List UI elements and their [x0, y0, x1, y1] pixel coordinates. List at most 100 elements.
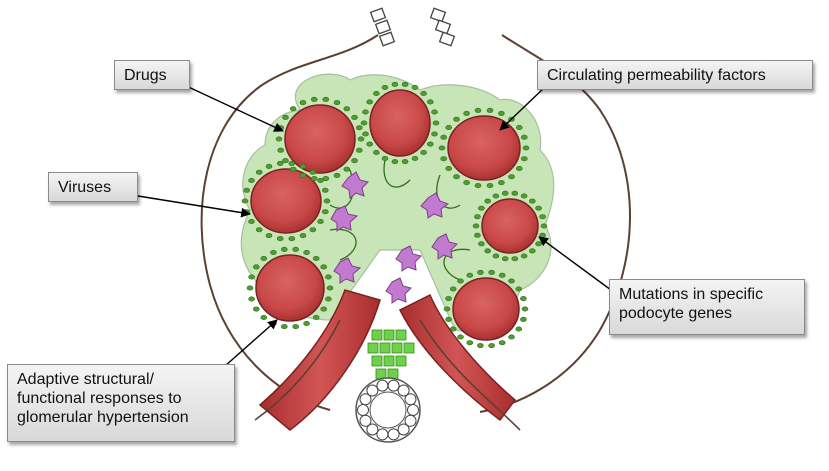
foot-process-dot [411, 156, 419, 162]
capillary-7 [452, 277, 520, 341]
foot-process-dot [373, 91, 380, 97]
foot-process-dot [498, 110, 505, 116]
foot-process-dot [321, 187, 329, 193]
foot-process-dot [474, 232, 481, 238]
foot-process-dot [270, 250, 277, 256]
foot-process-dot [246, 285, 254, 291]
foot-process-dot [515, 166, 523, 172]
foot-process-dot [515, 286, 523, 292]
foot-process-dot [511, 190, 519, 196]
foot-process-dot [282, 114, 289, 120]
capillary-1 [284, 104, 356, 174]
foot-process-dot [326, 285, 334, 291]
foot-process-dot [511, 256, 519, 262]
foot-process-dot [420, 91, 427, 97]
foot-process-dot [438, 145, 446, 151]
foot-process-dot [440, 134, 448, 140]
foot-process-dot [449, 286, 457, 292]
foot-process-dot [445, 166, 453, 172]
foot-process-dot [310, 96, 318, 102]
foot-process-dot [463, 180, 470, 186]
foot-process-dot [255, 227, 263, 233]
label-circulating-permeability-factors: Circulating permeability factors [537, 60, 813, 90]
tubule-cell [387, 428, 400, 441]
foot-process-dot [292, 246, 300, 252]
foot-process-dot [362, 109, 369, 115]
tubule-cell [376, 379, 389, 392]
foot-process-dot [521, 306, 529, 312]
foot-process-dot [322, 96, 330, 102]
foot-process-dot [520, 156, 528, 162]
foot-process-dot [355, 147, 363, 153]
foot-process-dot [299, 233, 307, 239]
foot-process-dot [321, 209, 329, 215]
foot-process-dot [252, 306, 260, 312]
label-circulating-text: Circulating permeability factors [547, 67, 766, 84]
foot-process-dot [520, 253, 528, 259]
foot-process-dot [343, 106, 351, 112]
foot-process-dot [323, 198, 331, 204]
foot-process-dot [488, 269, 495, 275]
foot-process-dot [362, 131, 369, 137]
foot-process-dot [474, 183, 482, 189]
tubule-cell [357, 404, 369, 416]
afferent-arteriole [258, 289, 381, 431]
vessel-outline-left [254, 319, 341, 421]
foot-process-dot [333, 172, 341, 178]
foot-process-dot [320, 264, 328, 270]
vessel-outline-right [419, 319, 521, 431]
foot-process-dot [463, 110, 470, 116]
label-viruses: Viruses [48, 172, 138, 202]
foot-process-dot [401, 159, 409, 165]
foot-process-dot [276, 160, 284, 166]
foot-process-dot [351, 114, 358, 120]
foot-process-dot [391, 159, 399, 165]
foot-process-dot [248, 296, 255, 302]
extraglomerular-mesangium [367, 329, 415, 380]
foot-process-dot [265, 233, 273, 239]
foot-process-dot [457, 334, 464, 340]
tubule-cell [376, 428, 389, 441]
foot-process-dot [520, 134, 528, 140]
tubule-cell [397, 423, 410, 436]
foot-process-dot [539, 214, 546, 220]
foot-process-dot [317, 178, 324, 184]
label-adaptive-text: Adaptive structural/ functional response… [17, 371, 189, 426]
foot-process-dot [320, 306, 328, 312]
arrow-viruses [137, 195, 251, 218]
label-drugs: Drugs [114, 60, 190, 90]
foot-process-dot [443, 306, 451, 312]
foot-process-dot [401, 81, 409, 87]
foot-process-dot [453, 116, 460, 122]
arrow-mutations [538, 236, 612, 291]
foot-process-dot [535, 241, 542, 247]
tubule-cell [366, 423, 379, 436]
foot-process-dot [276, 236, 284, 242]
tubule-cell [397, 384, 410, 397]
foot-process-dot [277, 147, 285, 153]
tubule-cell [404, 393, 417, 406]
foot-process-dot [498, 180, 505, 186]
foot-process-dot [280, 246, 288, 252]
pointer-arrows [137, 83, 612, 367]
foot-process-dot [486, 183, 494, 189]
proximal-tubule-neck [369, 7, 456, 47]
foot-process-dot [280, 324, 288, 330]
foot-process-dot [360, 120, 368, 126]
foot-process-dot [484, 248, 492, 254]
foot-process-dot [351, 158, 358, 164]
foot-process-dot [520, 296, 527, 302]
efferent-arteriole [398, 293, 517, 422]
capillary-loops [250, 89, 539, 341]
foot-process-dot [453, 174, 460, 180]
foot-process-dot [515, 125, 523, 131]
foot-process-dot [431, 109, 438, 115]
foot-process-dot [472, 223, 480, 229]
foot-process-dot [282, 158, 289, 164]
foot-process-dot [426, 141, 434, 147]
foot-process-dot [309, 227, 317, 233]
foot-process-dot [484, 198, 492, 204]
foot-process-dot [366, 141, 374, 147]
